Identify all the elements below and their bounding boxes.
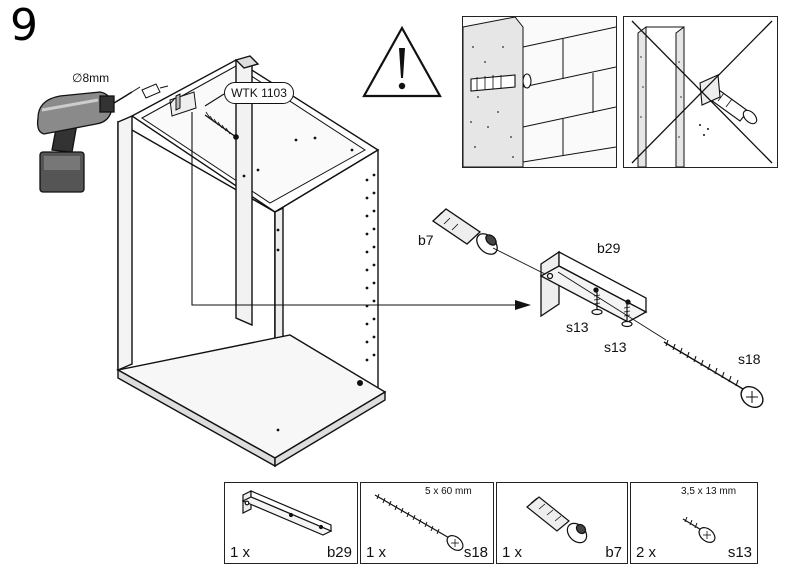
part-code: b7: [605, 544, 622, 561]
long-screw-icon: [374, 493, 464, 551]
part-code: s18: [463, 544, 488, 561]
part-panel-s18: 5 x 60 mm 1 x s18: [360, 482, 494, 564]
bracket-icon: [241, 490, 333, 536]
detail-screw-s18: [663, 339, 764, 409]
incorrect-wall-anchor-box: [623, 16, 778, 168]
small-screw-icon: [682, 516, 716, 543]
drill-diameter-label: ∅8mm: [72, 71, 110, 85]
detail-anchor-b7: [431, 208, 498, 255]
guide-lines: [492, 247, 667, 341]
part-panel-b29: 1 x b29: [224, 482, 358, 564]
cabinet-illustration: [116, 55, 387, 468]
part-quantity: 1 x: [230, 544, 251, 561]
bracket-top-illustration: [169, 91, 197, 117]
anchor-b7-label: b7: [418, 232, 434, 248]
step-number: 9: [10, 0, 38, 51]
detail-screws-s13: [591, 292, 633, 328]
part-quantity: 2 x: [636, 544, 657, 561]
correct-wall-anchor-box: [462, 16, 617, 168]
drill-illustration: [36, 86, 141, 193]
screw-s18-label: s18: [738, 351, 761, 367]
warning-icon: [362, 25, 442, 98]
part-size: 5 x 60 mm: [425, 486, 472, 497]
screw-s13-label-b: s13: [604, 339, 627, 355]
wall-anchor-icon: [526, 496, 588, 544]
part-quantity: 1 x: [502, 544, 523, 561]
anchor-top-illustration: [141, 83, 169, 99]
wall-mount-kit-callout: WTK 1103: [224, 82, 294, 104]
part-quantity: 1 x: [366, 544, 387, 561]
part-size: 3,5 x 13 mm: [681, 486, 737, 497]
part-panel-b7: 1 x b7: [496, 482, 628, 564]
part-panel-s13: 3,5 x 13 mm 2 x s13: [630, 482, 758, 564]
bracket-b29-label: b29: [597, 240, 621, 256]
shelf-holes: [242, 136, 376, 432]
part-code: s13: [727, 544, 752, 561]
screw-top-illustration: [204, 111, 239, 140]
callout-leaders: [191, 93, 515, 306]
arrow-head: [515, 300, 531, 310]
screw-s13-label-a: s13: [566, 319, 589, 335]
part-code: b29: [326, 544, 352, 561]
